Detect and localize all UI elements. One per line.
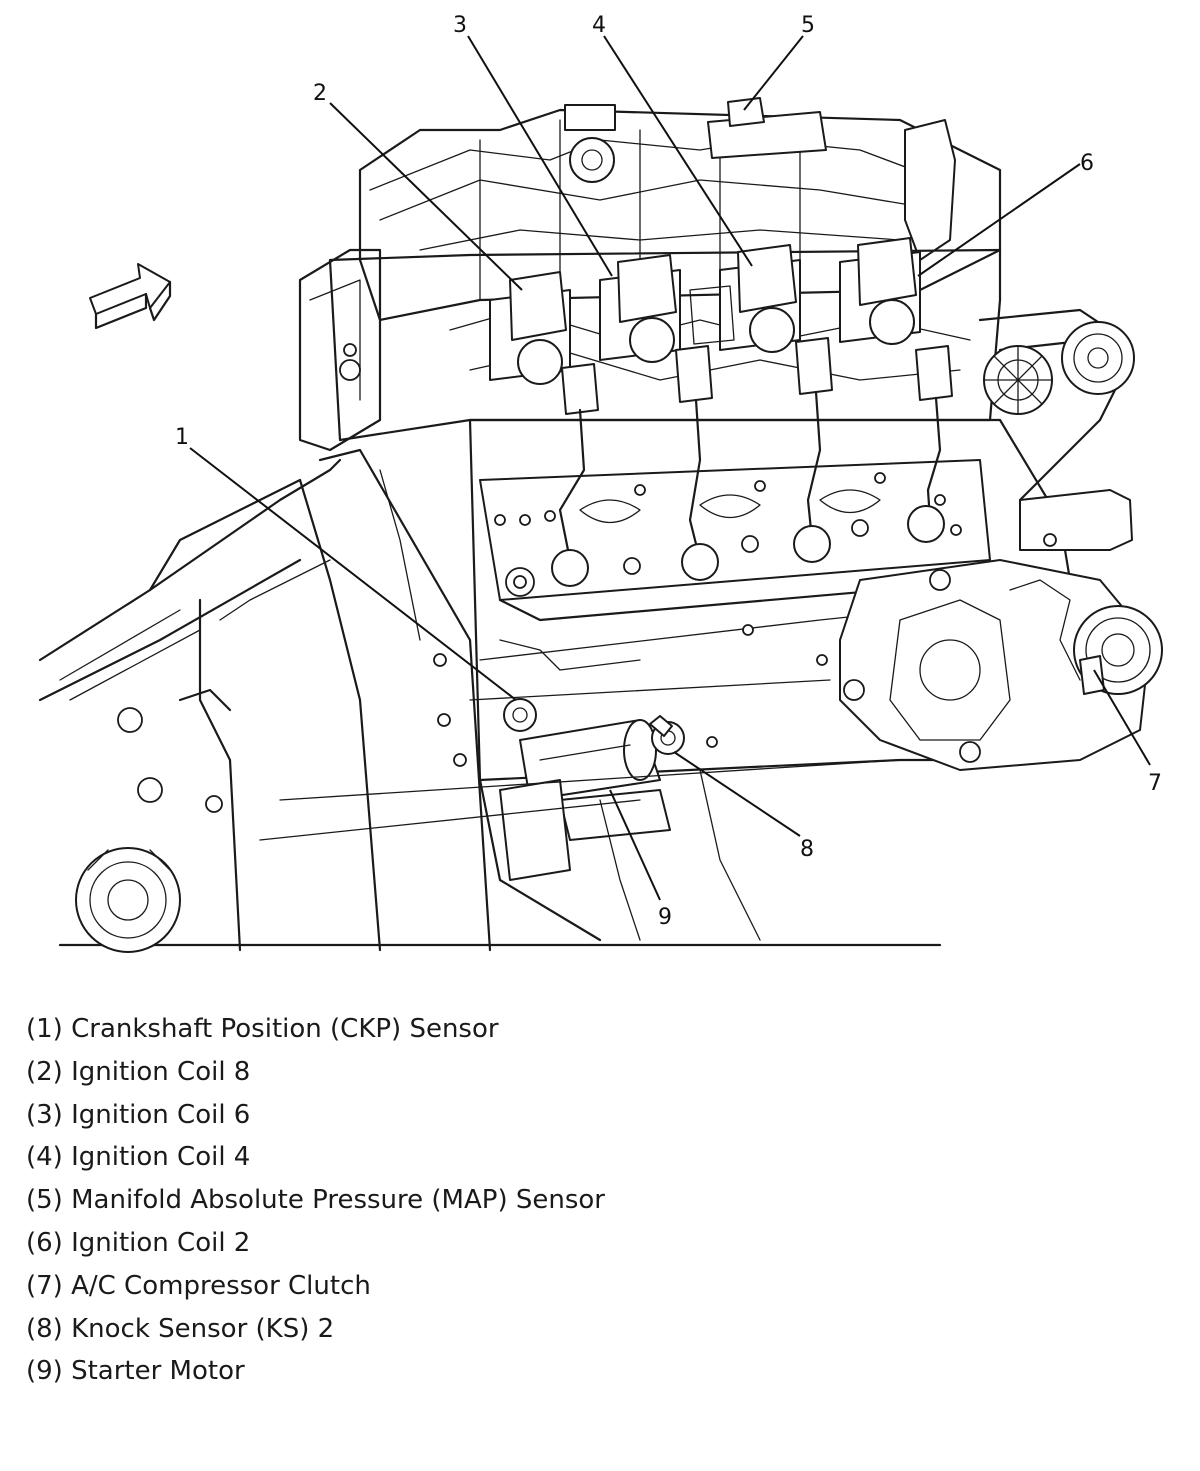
legend-item-map-sensor: (5) Manifold Absolute Pressure (MAP) Sen… xyxy=(26,1185,605,1216)
ac-compressor xyxy=(839,559,1163,771)
leader-line-5 xyxy=(743,35,804,111)
ignition-coil-8 xyxy=(489,271,599,415)
legend-item-starter-motor: (9) Starter Motor xyxy=(26,1356,245,1387)
callout-3: 3 xyxy=(453,13,467,38)
callout-5: 5 xyxy=(801,13,815,38)
legend-item-ckp-sensor: (1) Crankshaft Position (CKP) Sensor xyxy=(26,1014,499,1044)
starter-motor xyxy=(499,698,671,881)
legend-item-ignition-coil-6: (3) Ignition Coil 6 xyxy=(26,1099,251,1130)
leader-line-7 xyxy=(1093,669,1151,766)
leader-lines xyxy=(189,35,1151,901)
callout-8: 8 xyxy=(800,837,814,862)
legend-item-knock-sensor-2: (8) Knock Sensor (KS) 2 xyxy=(26,1313,335,1344)
ignition-coil-2 xyxy=(839,237,953,401)
callout-2: 2 xyxy=(313,81,327,106)
callout-9: 9 xyxy=(658,905,672,930)
callout-4: 4 xyxy=(592,13,606,38)
ignition-coil-4 xyxy=(689,244,833,395)
callout-7: 7 xyxy=(1148,771,1162,796)
leader-line-6 xyxy=(917,163,1081,277)
leader-line-9 xyxy=(609,789,661,901)
legend-item-ac-compressor-clutch: (7) A/C Compressor Clutch xyxy=(26,1270,371,1301)
ignition-coil-6 xyxy=(599,254,713,403)
leader-line-3 xyxy=(467,35,613,277)
legend-item-ignition-coil-2: (6) Ignition Coil 2 xyxy=(26,1227,251,1258)
leader-line-1 xyxy=(189,447,517,701)
leader-line-2 xyxy=(329,102,523,291)
front-direction-arrow xyxy=(89,263,172,330)
leader-line-8 xyxy=(673,751,801,837)
engine-illustration xyxy=(38,97,1163,953)
callout-1: 1 xyxy=(175,425,189,450)
callout-6: 6 xyxy=(1080,151,1094,176)
component-legend: (1) Crankshaft Position (CKP) Sensor (2)… xyxy=(26,1008,605,1393)
engine-component-diagram: 1 2 3 4 5 6 7 8 9 xyxy=(38,13,1163,953)
knock-sensor xyxy=(649,715,685,755)
leader-line-4 xyxy=(603,35,753,267)
legend-item-ignition-coil-4: (4) Ignition Coil 4 xyxy=(26,1142,251,1173)
legend-item-ignition-coil-8: (2) Ignition Coil 8 xyxy=(26,1056,251,1087)
